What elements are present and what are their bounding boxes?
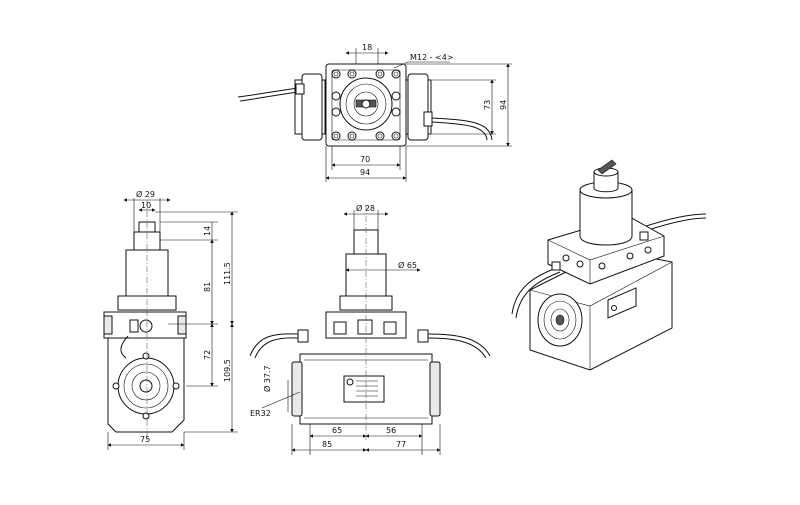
front-dim-85-label: 85 — [322, 440, 332, 449]
front-dim-56-label: 56 — [386, 426, 396, 435]
dim-18-label: 18 — [362, 43, 372, 52]
dim-94-label: 94 — [499, 100, 508, 110]
side-dim-109-label: 109.5 — [223, 359, 232, 382]
front-er32-label: ER32 — [250, 409, 271, 418]
side-dim-72-label: 72 — [203, 350, 212, 360]
side-dim-75-label: 75 — [140, 435, 150, 444]
front-dim-77-label: 77 — [396, 440, 406, 449]
side-view: Ø 29 10 14 81 72 111.5 109.5 75 — [103, 189, 238, 450]
dim-94-width-label: 94 — [360, 168, 370, 177]
front-dia-28-label: Ø 28 — [356, 203, 375, 213]
side-dia-29-label: Ø 29 — [136, 189, 155, 199]
front-dim-65-label: 65 — [332, 426, 342, 435]
front-dia-37-label: Ø 37.7 — [262, 365, 272, 392]
front-dia-65-label: Ø 65 — [398, 260, 417, 270]
bolt-holes — [331, 69, 401, 141]
dim-73-label: 73 — [483, 100, 492, 110]
dim-70-label: 70 — [360, 155, 370, 164]
isometric-view — [511, 159, 707, 371]
side-dim-10-label: 10 — [141, 201, 151, 210]
side-dim-81-label: 81 — [203, 282, 212, 292]
top-view: 18 M12 - <4> 73 94 70 94 — [237, 43, 512, 182]
thread-callout: M12 - <4> — [410, 53, 454, 62]
front-view: Ø 28 Ø 65 Ø 37.7 ER32 65 56 85 77 — [249, 203, 491, 455]
side-dim-14-label: 14 — [203, 226, 212, 236]
side-dim-111-label: 111.5 — [223, 262, 232, 285]
iso-housing — [579, 189, 633, 246]
